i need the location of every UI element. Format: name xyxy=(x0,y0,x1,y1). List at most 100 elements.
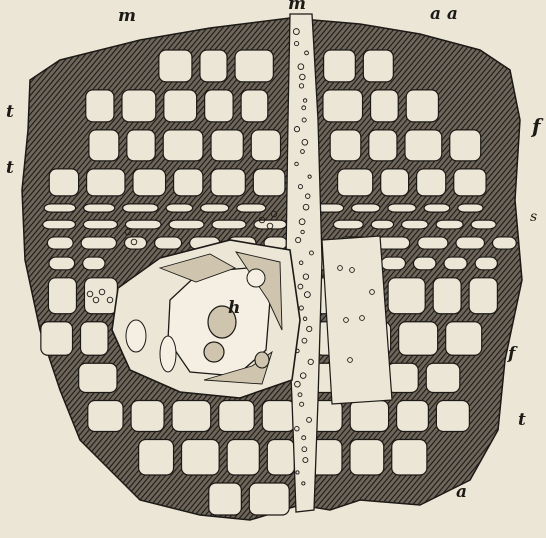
cell-lumen xyxy=(41,322,73,355)
cell-lumen xyxy=(123,204,158,212)
cell-lumen xyxy=(124,237,146,249)
cell-lumen xyxy=(402,220,429,229)
cell-lumen xyxy=(475,257,497,270)
cell-lumen xyxy=(133,169,166,196)
cell-lumen xyxy=(251,130,280,161)
cell-lumen xyxy=(456,237,485,249)
cell-lumen xyxy=(249,483,289,515)
cell-lumen xyxy=(81,322,109,355)
cell-lumen xyxy=(172,400,211,431)
label-t-middle: t xyxy=(6,160,14,177)
cell-lumen xyxy=(182,440,220,475)
cell-lumen xyxy=(418,237,448,249)
cell-lumen xyxy=(397,400,429,431)
cell-lumen xyxy=(330,130,361,161)
cell-lumen xyxy=(444,257,467,270)
cell-lumen xyxy=(405,130,442,161)
label-a: a xyxy=(456,484,467,501)
cell-lumen xyxy=(371,220,393,229)
cell-lumen xyxy=(469,278,497,314)
cell-lumen xyxy=(352,204,380,212)
cell-lumen xyxy=(219,400,254,431)
cell-lumen xyxy=(436,400,469,431)
cell-lumen xyxy=(446,322,482,355)
cell-lumen xyxy=(49,169,78,196)
cell-lumen xyxy=(48,278,76,314)
cell-lumen xyxy=(450,130,481,161)
cell-lumen xyxy=(200,50,227,82)
cell-lumen xyxy=(47,237,73,249)
cell-lumen xyxy=(211,169,245,196)
cell-lumen xyxy=(324,50,356,82)
cell-lumen xyxy=(471,220,496,229)
cell-lumen xyxy=(155,237,182,249)
cell-lumen xyxy=(350,400,388,431)
parenchyma-cell xyxy=(126,320,146,352)
cell-lumen xyxy=(350,440,384,475)
cell-lumen xyxy=(241,90,268,122)
cell-lumen xyxy=(87,169,125,196)
cell-lumen xyxy=(79,363,117,392)
cell-lumen xyxy=(392,440,427,475)
cell-lumen xyxy=(323,90,363,122)
cell-lumen xyxy=(43,220,76,229)
cell-lumen xyxy=(49,257,75,270)
cell-lumen xyxy=(139,440,174,475)
cell-lumen xyxy=(262,400,294,431)
cell-lumen xyxy=(84,278,117,314)
cell-lumen xyxy=(237,204,266,212)
label-aa: a a xyxy=(430,6,458,23)
cell-lumen xyxy=(122,90,156,122)
cell-lumen xyxy=(381,257,405,270)
cell-lumen xyxy=(253,169,285,196)
cell-lumen xyxy=(388,204,416,212)
cell-lumen xyxy=(493,237,517,249)
cell-lumen xyxy=(83,220,117,229)
cell-lumen xyxy=(417,169,446,196)
cell-lumen xyxy=(424,204,450,212)
cell-lumen xyxy=(88,400,123,431)
cell-lumen xyxy=(84,204,115,212)
cell-lumen xyxy=(44,204,76,212)
label-m-top: m xyxy=(288,0,306,13)
cell-lumen xyxy=(454,169,486,196)
cell-lumen xyxy=(83,257,105,270)
cell-lumen xyxy=(338,169,373,196)
cell-lumen xyxy=(399,322,438,355)
cell-lumen xyxy=(81,237,116,249)
cell-lumen xyxy=(212,220,246,229)
cell-lumen xyxy=(131,400,164,431)
cell-lumen xyxy=(127,130,155,161)
cell-lumen xyxy=(406,90,438,122)
cell-lumen xyxy=(235,50,273,82)
cell-lumen xyxy=(388,278,425,314)
label-f-lower: f xyxy=(508,346,515,363)
label-h: h xyxy=(228,300,240,317)
parenchyma-cell xyxy=(160,336,176,372)
cell-lumen xyxy=(436,220,463,229)
cell-lumen xyxy=(164,90,197,122)
cell-lumen xyxy=(205,90,233,122)
cell-lumen xyxy=(86,90,114,122)
label-f-upper: f xyxy=(532,116,541,136)
cell-lumen xyxy=(201,204,229,212)
label-m-left: m xyxy=(118,8,136,25)
cell-lumen xyxy=(333,220,363,229)
label-t-upper: t xyxy=(6,104,14,121)
resin-droplet xyxy=(204,342,224,362)
label-s: s xyxy=(530,210,537,224)
cell-lumen xyxy=(169,220,204,229)
cell-lumen xyxy=(125,220,161,229)
cell-lumen xyxy=(163,130,203,161)
ray-cells-right xyxy=(322,236,392,404)
cell-lumen xyxy=(371,90,399,122)
cell-lumen xyxy=(413,257,436,270)
cell-lumen xyxy=(209,483,242,515)
cell-lumen xyxy=(211,130,243,161)
cell-lumen xyxy=(174,169,203,196)
resin-droplet xyxy=(247,269,265,287)
cell-lumen xyxy=(433,278,461,314)
cell-lumen xyxy=(426,363,460,392)
cell-lumen xyxy=(159,50,192,82)
